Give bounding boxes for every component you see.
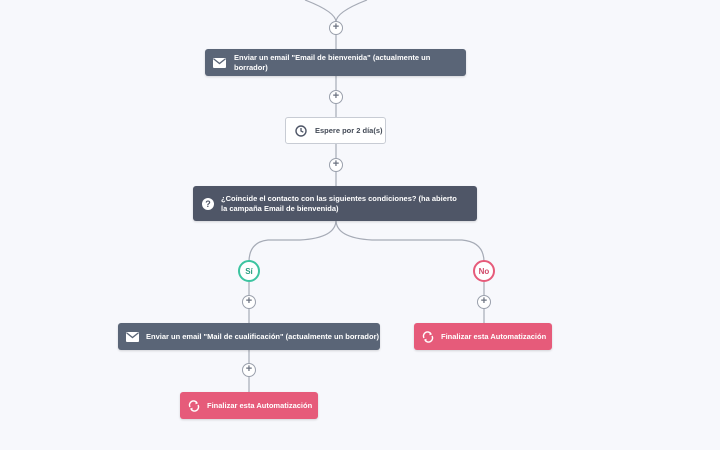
svg-text:?: ?	[205, 199, 211, 209]
add-step-button[interactable]: +	[329, 21, 343, 35]
add-step-button[interactable]: +	[242, 295, 256, 309]
loop-arrows-icon	[422, 330, 434, 343]
envelope-icon	[212, 57, 226, 68]
step-label: ¿Coincide el contacto con las siguientes…	[221, 193, 457, 213]
step-label: Enviar un email "Email de bienvenida" (a…	[234, 52, 431, 72]
yes-branch-connector	[248, 219, 337, 263]
step-label: Espere por 2 día(s)	[315, 125, 383, 135]
no-branch-connector	[335, 219, 485, 263]
question-icon: ?	[202, 197, 214, 210]
add-step-button[interactable]: +	[329, 90, 343, 104]
step-label: Enviar un email "Mail de cualificación" …	[146, 331, 379, 341]
step-label: Finalizar esta Automatización	[441, 331, 547, 341]
add-step-button[interactable]: +	[329, 158, 343, 172]
incoming-connector-left	[304, 0, 337, 23]
step-label: Finalizar esta Automatización	[207, 400, 313, 410]
yes-branch-badge: Sí	[238, 260, 260, 282]
add-step-button[interactable]: +	[242, 363, 256, 377]
no-branch-badge: No	[473, 260, 495, 282]
send-email-step[interactable]: Enviar un email "Mail de cualificación" …	[118, 323, 380, 350]
clock-icon	[294, 124, 307, 137]
send-email-step[interactable]: Enviar un email "Email de bienvenida" (a…	[205, 49, 466, 76]
add-step-button[interactable]: +	[477, 295, 491, 309]
loop-arrows-icon	[188, 399, 200, 412]
end-automation-step[interactable]: Finalizar esta Automatización	[180, 392, 318, 419]
envelope-icon	[125, 331, 139, 342]
end-automation-step[interactable]: Finalizar esta Automatización	[414, 323, 552, 350]
incoming-connector-right	[335, 0, 368, 23]
condition-step[interactable]: ? ¿Coincide el contacto con las siguient…	[193, 186, 477, 221]
wait-step[interactable]: Espere por 2 día(s)	[285, 117, 386, 144]
